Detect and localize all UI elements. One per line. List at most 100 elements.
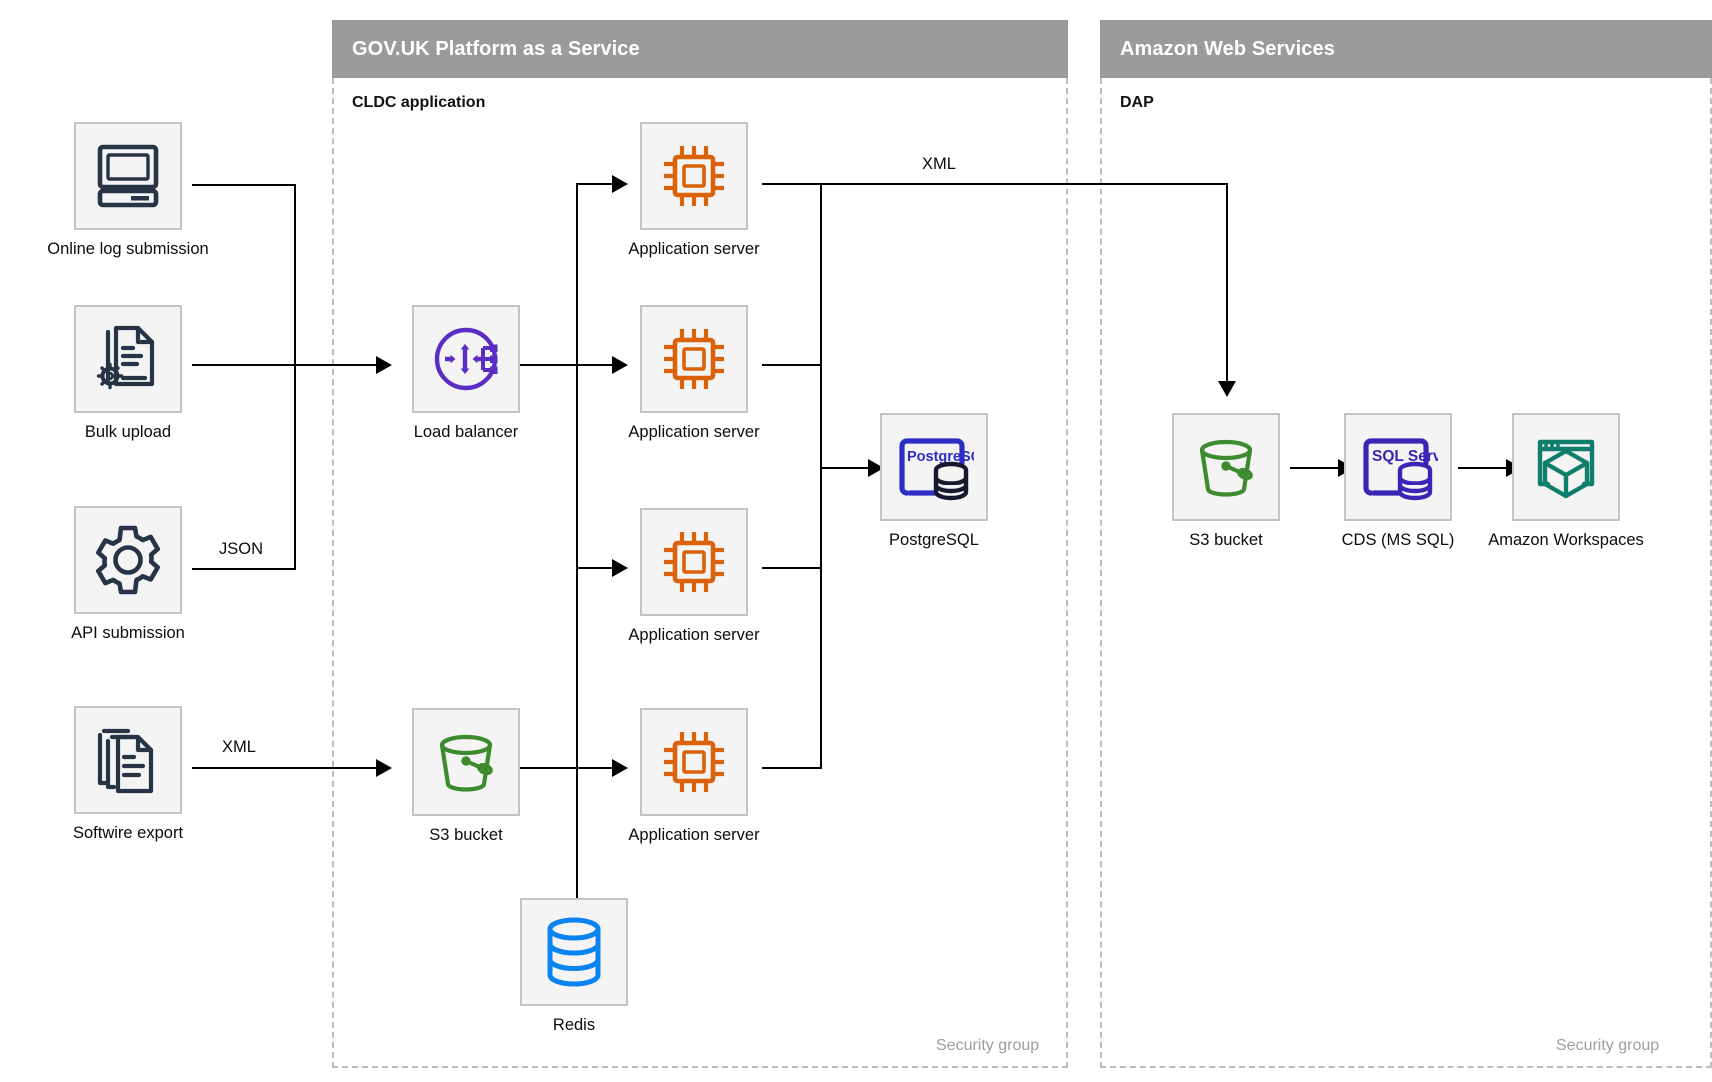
- document-gear-icon: [91, 322, 165, 396]
- edge-lb-out: [520, 364, 578, 366]
- edge-collector-bus: [820, 183, 822, 769]
- node-redis[interactable]: Redis: [520, 898, 628, 1034]
- app-server-2-icon-box: [640, 305, 748, 413]
- load-balancer-icon-box: [412, 305, 520, 413]
- subzone-label-cldc: CLDC application: [352, 94, 486, 111]
- arrowhead-to-load-balancer: [376, 356, 392, 374]
- s3-bucket-icon: [1188, 429, 1264, 505]
- edge-online-log-v: [294, 184, 296, 364]
- edge-to-app2: [576, 364, 618, 366]
- edge-cds-to-workspaces: [1458, 467, 1512, 469]
- node-label: Application server: [628, 423, 760, 441]
- svg-text:PostgreSQL: PostgreSQL: [907, 449, 974, 465]
- node-bulk-upload[interactable]: Bulk upload: [74, 305, 182, 441]
- app-server-1-icon-box: [640, 122, 748, 230]
- amazon-workspaces-icon-box: [1512, 413, 1620, 521]
- security-group-aws: [1100, 78, 1712, 1068]
- node-app-server-2[interactable]: Application server: [628, 305, 760, 441]
- zone-title-paas: GOV.UK Platform as a Service: [352, 37, 640, 60]
- edge-to-postgresql: [820, 467, 874, 469]
- node-app-server-3[interactable]: Application server: [628, 508, 760, 644]
- arrowhead-to-app-server-1: [612, 175, 628, 193]
- edge-to-app4: [576, 767, 618, 769]
- s3-bucket-icon: [428, 724, 504, 800]
- node-label: Application server: [628, 626, 760, 644]
- node-app-server-4[interactable]: Application server: [628, 708, 760, 844]
- edge-to-app1: [576, 183, 618, 185]
- node-label: S3 bucket: [1189, 531, 1263, 549]
- node-label: S3 bucket: [429, 826, 503, 844]
- redis-icon-box: [520, 898, 628, 1006]
- node-label: API submission: [71, 624, 185, 642]
- node-label: CDS (MS SQL): [1341, 531, 1455, 549]
- load-balancer-icon: [428, 321, 504, 397]
- cds-ms-sql-icon-box: SQL Server: [1344, 413, 1452, 521]
- node-postgresql[interactable]: PostgreSQL PostgreSQL: [880, 413, 988, 549]
- sql-server-icon: SQL Server: [1358, 427, 1438, 507]
- edge-softwire-to-s3: [192, 767, 382, 769]
- node-load-balancer[interactable]: Load balancer: [412, 305, 520, 441]
- node-s3-bucket-paas[interactable]: S3 bucket: [412, 708, 520, 844]
- arrowhead-to-app-server-4: [612, 759, 628, 777]
- edge-app3-right: [762, 567, 822, 569]
- edge-bus-to-lb: [192, 364, 382, 366]
- api-submission-icon-box: [74, 506, 182, 614]
- node-label: PostgreSQL: [889, 531, 979, 549]
- node-s3-bucket-aws[interactable]: S3 bucket: [1172, 413, 1280, 549]
- edge-label-json: JSON: [219, 540, 264, 558]
- node-label: Application server: [628, 826, 760, 844]
- cpu-chip-icon: [657, 725, 731, 799]
- amazon-workspaces-icon: [1528, 429, 1604, 505]
- app-server-4-icon-box: [640, 708, 748, 816]
- security-group-label-paas: Security group: [936, 1037, 1040, 1054]
- node-label: Amazon Workspaces: [1488, 531, 1644, 549]
- node-api-submission[interactable]: API submission: [71, 506, 185, 642]
- redis-database-icon: [541, 914, 607, 990]
- node-cds-ms-sql[interactable]: SQL Server CDS (MS SQL): [1342, 413, 1454, 549]
- node-label: Application server: [628, 240, 760, 258]
- node-label: Online log submission: [47, 240, 209, 258]
- edge-api-v: [294, 364, 296, 570]
- edge-label-xml-aws: XML: [922, 155, 956, 173]
- edge-app1-right: [762, 183, 822, 185]
- edge-app2-right: [762, 364, 822, 366]
- s3-bucket-aws-icon-box: [1172, 413, 1280, 521]
- zone-title-aws: Amazon Web Services: [1120, 37, 1335, 60]
- arrowhead-to-app-server-3: [612, 559, 628, 577]
- edge-appserver-bus: [576, 183, 578, 767]
- edge-online-log-h: [192, 184, 296, 186]
- edge-app4-right: [762, 767, 822, 769]
- edge-s3paas-right: [520, 767, 578, 769]
- cpu-chip-icon: [657, 322, 731, 396]
- arrowhead-to-app-server-2: [612, 356, 628, 374]
- node-app-server-1[interactable]: Application server: [628, 122, 760, 258]
- zone-header-aws: Amazon Web Services: [1100, 20, 1712, 78]
- subzone-label-dap: DAP: [1120, 94, 1154, 111]
- security-group-paas: [332, 78, 1068, 1068]
- edge-xml-to-aws-h: [820, 183, 1228, 185]
- postgresql-icon: PostgreSQL: [894, 427, 974, 507]
- bulk-upload-icon-box: [74, 305, 182, 413]
- node-amazon-workspaces[interactable]: Amazon Workspaces: [1488, 413, 1644, 549]
- app-server-3-icon-box: [640, 508, 748, 616]
- edge-label-xml-softwire: XML: [222, 738, 256, 756]
- edge-redis-up: [576, 767, 578, 899]
- node-label: Redis: [552, 1016, 596, 1034]
- softwire-export-icon-box: [74, 706, 182, 814]
- security-group-label-aws: Security group: [1556, 1037, 1660, 1054]
- arrowhead-to-s3-bucket-paas: [376, 759, 392, 777]
- edge-to-app3: [576, 567, 618, 569]
- edge-api-h: [192, 568, 296, 570]
- arrowhead-to-s3-bucket-aws: [1218, 381, 1236, 397]
- s3-bucket-paas-icon-box: [412, 708, 520, 816]
- node-softwire-export[interactable]: Softwire export: [73, 706, 183, 842]
- edge-xml-to-aws-v: [1226, 183, 1228, 385]
- cpu-chip-icon: [657, 525, 731, 599]
- node-online-log-submission[interactable]: Online log submission: [47, 122, 209, 258]
- node-label: Bulk upload: [84, 423, 172, 441]
- online-log-submission-icon-box: [74, 122, 182, 230]
- zone-header-paas: GOV.UK Platform as a Service: [332, 20, 1068, 78]
- edge-s3aws-to-cds: [1290, 467, 1344, 469]
- cpu-chip-icon: [657, 139, 731, 213]
